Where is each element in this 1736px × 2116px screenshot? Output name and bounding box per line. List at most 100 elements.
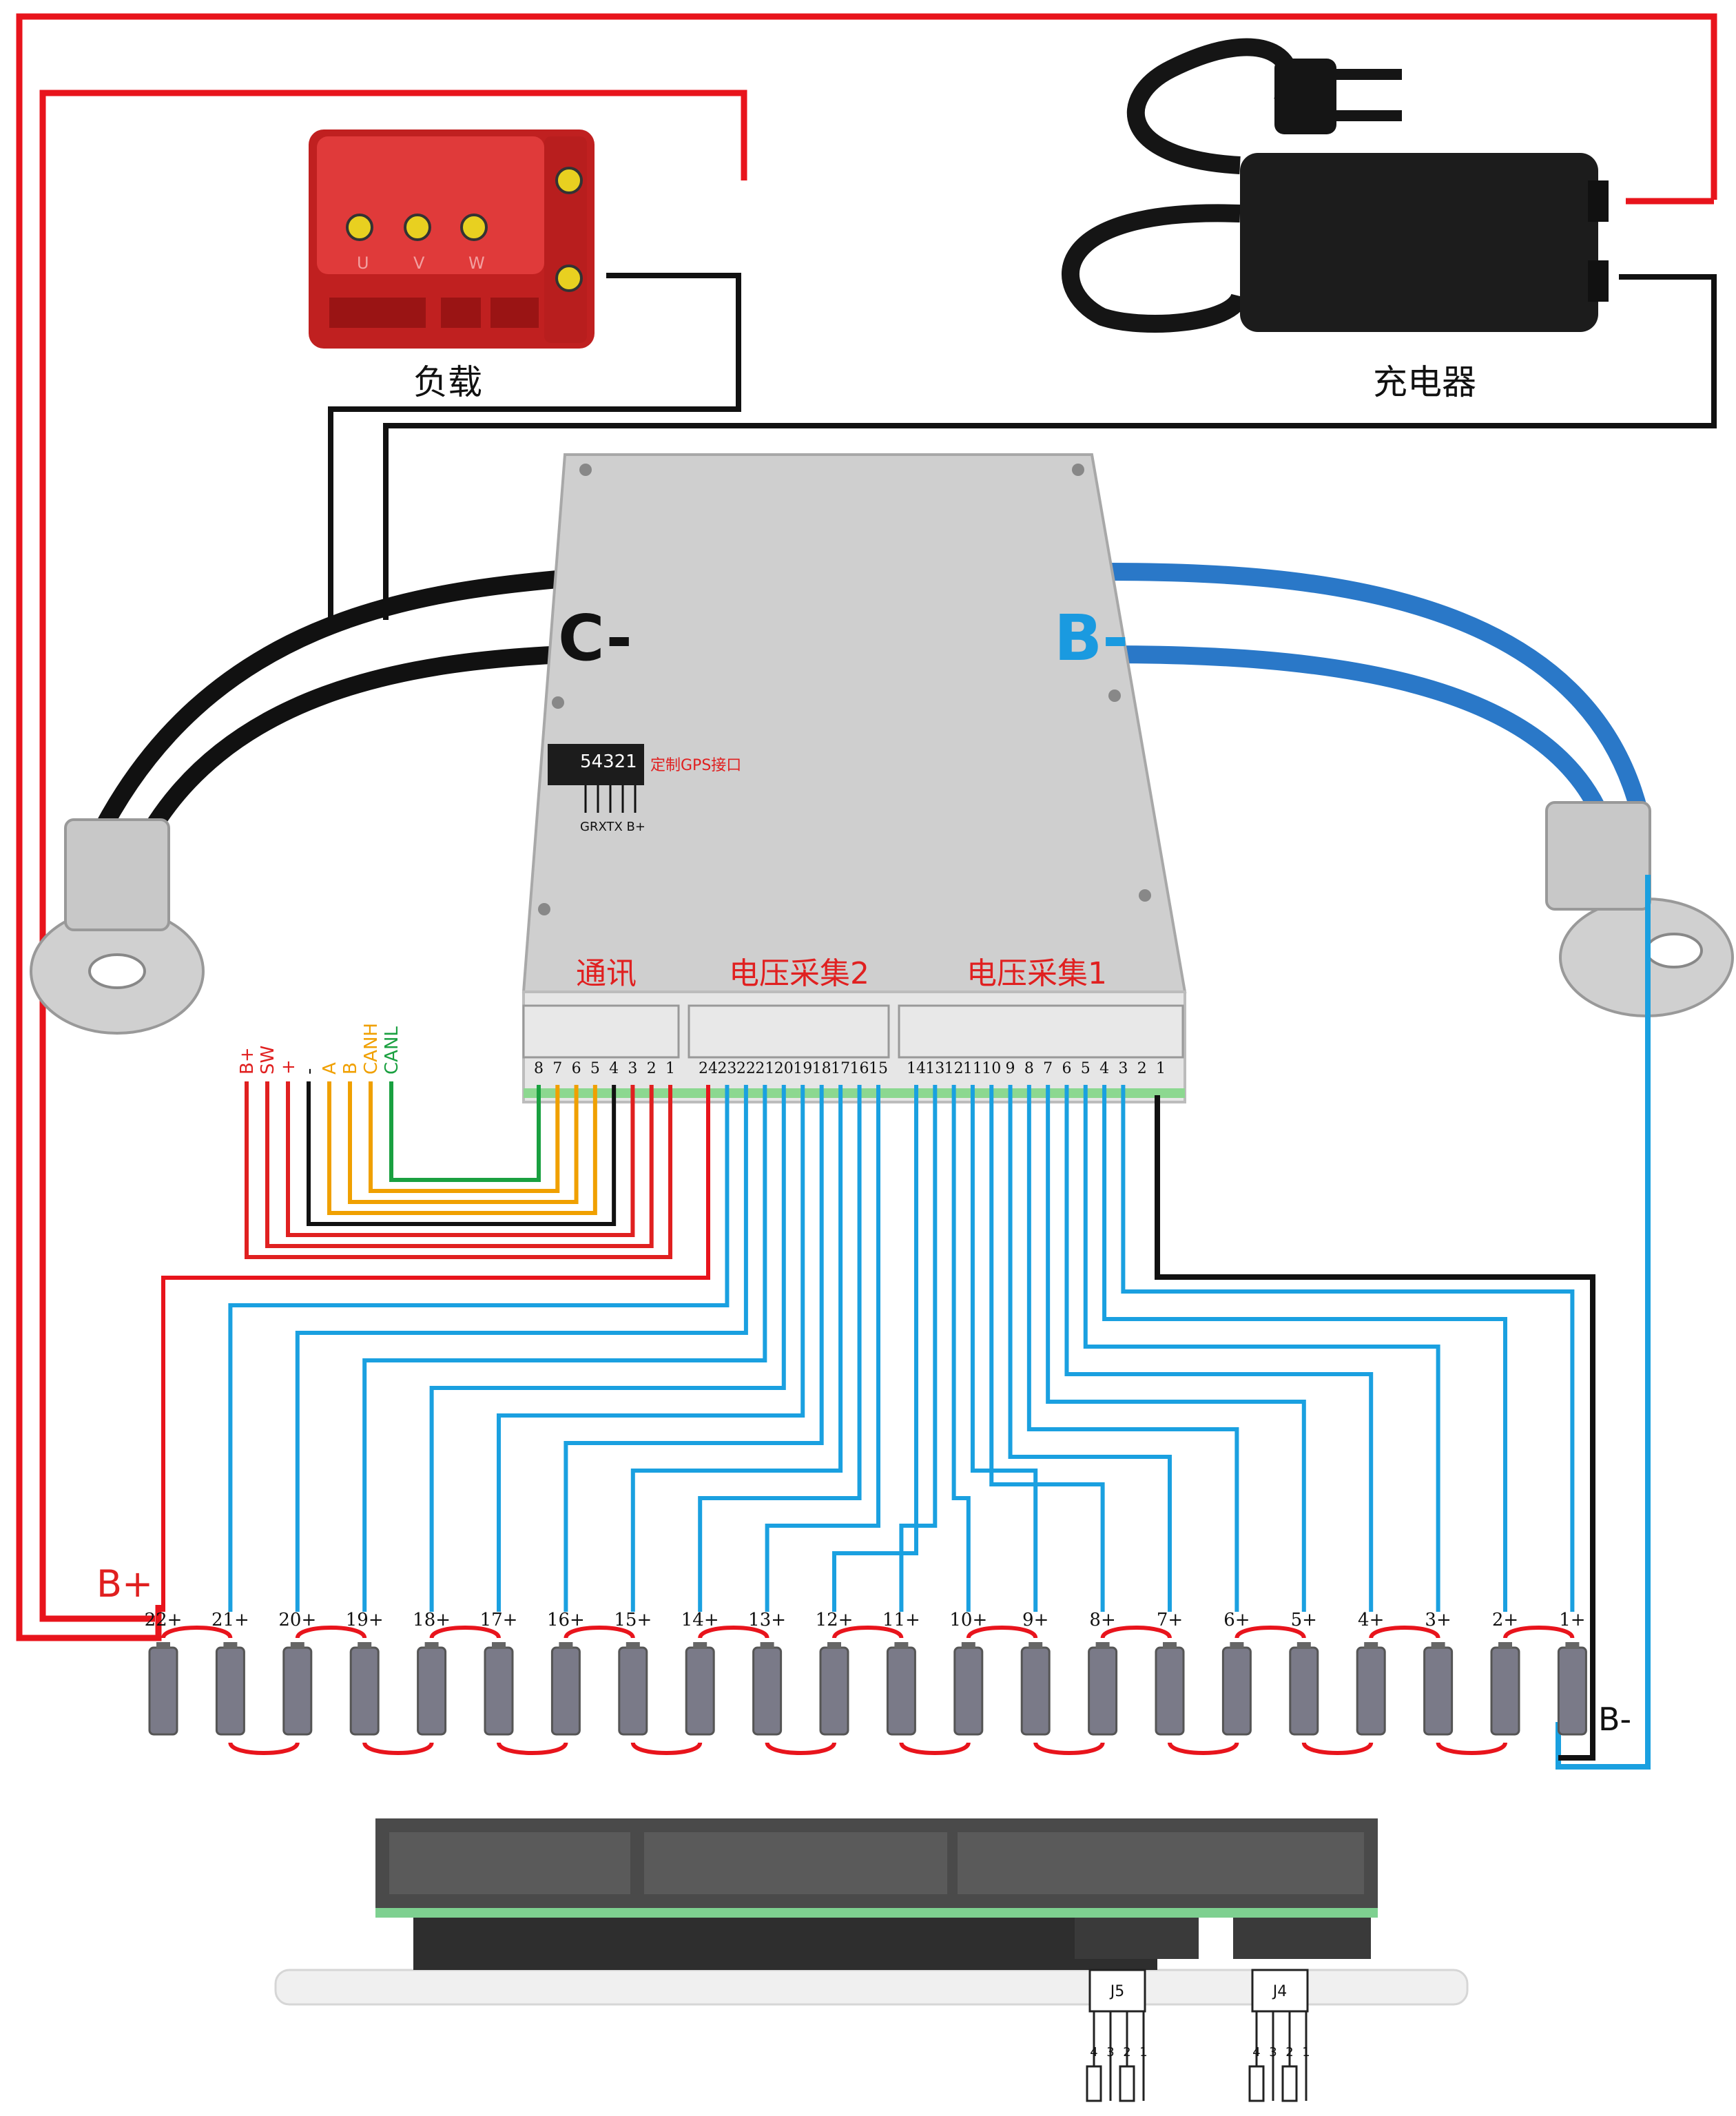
comm-wire-label: A — [320, 1062, 340, 1075]
cell-terminal — [961, 1642, 975, 1649]
battery-cell — [282, 1646, 313, 1736]
cell-terminal — [693, 1642, 707, 1649]
connector-pin-number: 4 — [1090, 2045, 1097, 2060]
series-link — [1503, 1626, 1575, 1639]
cell-label: 13+ — [748, 1610, 786, 1630]
sense-wire — [228, 1085, 730, 1612]
battery-cell — [752, 1646, 783, 1736]
sense-wire — [698, 1085, 862, 1612]
motor-v-label: V — [413, 253, 425, 273]
comm-pin-number: 8 — [534, 1060, 544, 1077]
b-plus-main-wires — [16, 13, 1717, 1641]
battery-cell — [1490, 1646, 1520, 1736]
bms-board: C- B- 54321 GRXTX B+ 定制GPS接口 通讯 电压采集2 电压… — [521, 453, 1187, 1103]
series-link — [429, 1626, 501, 1639]
cell-terminal — [156, 1642, 170, 1649]
series-link — [630, 1741, 703, 1755]
voltage-sample-2-label: 电压采集2 — [729, 956, 869, 991]
series-link — [1168, 1741, 1239, 1755]
comm-wire-label: SW — [258, 1046, 278, 1075]
cell-terminal — [894, 1642, 909, 1649]
cell-terminal — [760, 1642, 774, 1649]
comm-wire — [348, 1081, 579, 1204]
sense-wire — [1046, 1085, 1306, 1612]
v2-pin-number: 24 — [699, 1060, 718, 1077]
sense-wire — [1083, 1085, 1440, 1612]
battery-cell — [953, 1646, 984, 1736]
resistor — [1119, 2065, 1135, 2102]
series-link — [899, 1741, 971, 1755]
battery-cell — [1020, 1646, 1051, 1736]
charger-label: 充电器 — [1373, 362, 1476, 402]
motor-u-label: U — [357, 253, 369, 273]
series-link — [161, 1626, 233, 1639]
sense-wire — [899, 1085, 938, 1612]
battery-cell — [618, 1646, 648, 1736]
v1-pin-number: 12 — [944, 1060, 964, 1077]
b-minus-board-label: B- — [1054, 601, 1128, 675]
cell-terminal — [559, 1642, 573, 1649]
cell-terminal — [358, 1642, 372, 1649]
connector-pin-number: 3 — [1106, 2045, 1114, 2060]
sense-wire — [295, 1085, 748, 1612]
b-minus-label: B- — [1598, 1701, 1631, 1738]
comm-pin-number: 6 — [572, 1060, 581, 1077]
v1-pin-number: 8 — [1024, 1060, 1034, 1077]
cell-terminal — [1565, 1642, 1580, 1649]
b-minus-lug — [1545, 801, 1734, 1017]
cell-label: 17+ — [480, 1610, 518, 1630]
comm-pin-number: 5 — [590, 1060, 600, 1077]
comm-wire-label: - — [299, 1068, 320, 1075]
connector-pin-number: 4 — [1252, 2045, 1260, 2060]
cell-label: 19+ — [346, 1610, 384, 1630]
series-link — [564, 1626, 635, 1639]
sense-wires — [161, 1085, 1575, 1612]
battery-cell — [1289, 1646, 1319, 1736]
resistor — [1086, 2065, 1102, 2102]
c-minus-wires — [328, 273, 1717, 627]
v1-pin-number: 6 — [1062, 1060, 1071, 1077]
series-link — [1234, 1626, 1306, 1639]
comm-pin-number: 4 — [609, 1060, 619, 1077]
series-link — [1100, 1626, 1172, 1639]
battery-cell — [1557, 1646, 1587, 1736]
battery-cell — [148, 1646, 178, 1736]
v1-pin-number: 5 — [1081, 1060, 1091, 1077]
battery-cell — [1155, 1646, 1185, 1736]
b-plus-label: B+ — [96, 1562, 153, 1606]
comm-pin-number: 2 — [647, 1060, 657, 1077]
comm-label: 通讯 — [576, 956, 637, 991]
cell-terminal — [1498, 1642, 1512, 1649]
c-minus-cable — [88, 570, 566, 858]
series-link — [1436, 1741, 1507, 1755]
cell-terminal — [1431, 1642, 1445, 1649]
v2-pin-number: 18 — [812, 1060, 831, 1077]
connector-pin-number: 1 — [1139, 2045, 1147, 2060]
cell-label: 8+ — [1089, 1610, 1115, 1630]
cell-label: 1+ — [1559, 1610, 1585, 1630]
cell-label: 22+ — [145, 1610, 183, 1630]
cell-terminal — [290, 1642, 304, 1649]
gps-port-label: 定制GPS接口 — [650, 757, 741, 774]
battery-cell — [1423, 1646, 1454, 1736]
b-minus-cable — [1108, 563, 1649, 830]
series-link — [1301, 1741, 1374, 1755]
comm-wire — [265, 1081, 654, 1248]
cell-label: 3+ — [1425, 1610, 1451, 1630]
comm-wire — [286, 1081, 635, 1237]
battery-cell — [819, 1646, 849, 1736]
load-controller: U V W 负载 — [309, 129, 595, 402]
cell-label: 4+ — [1358, 1610, 1384, 1630]
resistor — [1248, 2065, 1265, 2102]
battery-cell — [1088, 1646, 1118, 1736]
sense-wire — [1102, 1085, 1507, 1612]
comm-wire-label: B+ — [237, 1047, 258, 1075]
series-link — [362, 1741, 434, 1755]
voltage-sample-1-label: 电压采集1 — [967, 956, 1107, 991]
cell-terminal — [626, 1642, 640, 1649]
v2-pin-number: 19 — [793, 1060, 812, 1077]
